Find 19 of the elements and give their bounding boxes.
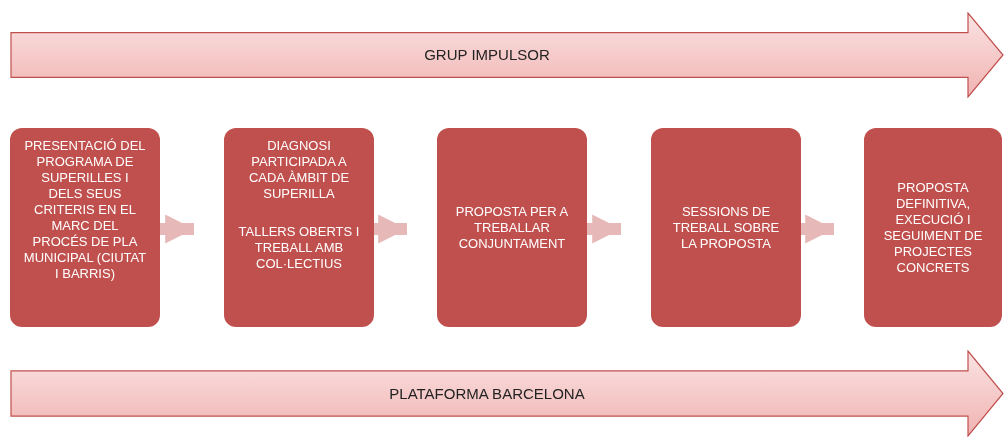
step-text: TALLERS OBERTS I TREBALL AMB COL·LECTIUS <box>237 224 361 272</box>
block-arrow-band <box>10 12 1004 98</box>
chevron-arrow <box>374 214 407 244</box>
step-text: SESSIONS DE TREBALL SOBRE LA PROPOSTA <box>671 203 781 252</box>
step-text: PRESENTACIÓ DEL PROGRAMA DE SUPERILLES I DELS SEUS CRITERIS EN EL MARC DEL PROCÉS DE PLA MUNICIPAL (CIUTAT I BARRIS) <box>23 138 147 282</box>
process-box <box>864 128 1002 327</box>
chevron-arrow <box>160 214 194 244</box>
band-label: PLATAFORMA BARCELONA <box>388 384 586 402</box>
block-arrow-band <box>10 350 1004 437</box>
band-label: GRUP IMPULSOR <box>423 46 551 63</box>
chevron-arrow <box>587 214 621 244</box>
process-box <box>224 128 374 327</box>
process-box <box>10 128 160 327</box>
step-text: PROPOSTA PER A TREBALLAR CONJUNTAMENT <box>454 203 570 252</box>
step-text: PROPOSTA DEFINITIVA, EXECUCIÓ I SEGUIMENT DE PROJECTES CONCRETS <box>882 179 984 276</box>
chevron-arrow <box>801 214 834 244</box>
step-text: DIAGNOSI PARTICIPADA A CADA ÀMBIT DE SUPERILLA <box>247 138 351 202</box>
process-box <box>651 128 801 327</box>
process-box <box>437 128 587 327</box>
